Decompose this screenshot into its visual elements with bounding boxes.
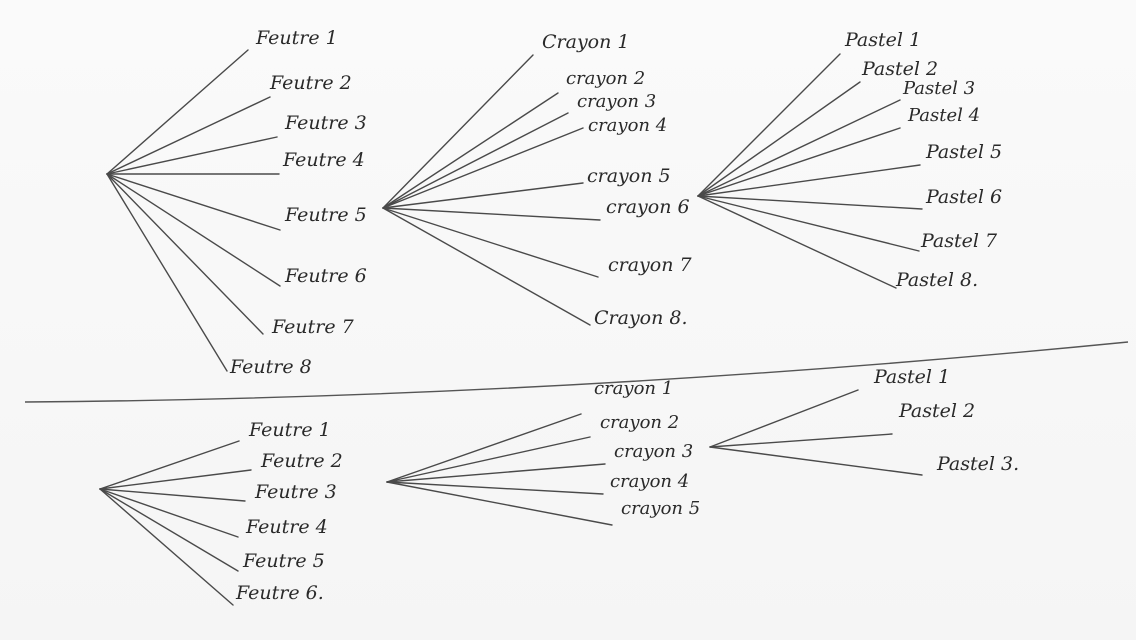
top-pastel-edge-6 xyxy=(697,195,923,210)
bottom-feutre-edge-3 xyxy=(99,488,246,502)
bottom-feutre-edge-4 xyxy=(99,488,239,538)
top-pastel-label-3: Pastel 3 xyxy=(903,78,976,99)
top-crayon-edge-5 xyxy=(382,182,584,209)
bottom-crayon-label-4: crayon 4 xyxy=(610,471,690,492)
top-pastel-label-2: Pastel 2 xyxy=(862,58,939,80)
top-crayon-edge-2 xyxy=(382,92,559,209)
bottom-feutre-label-4: Feutre 4 xyxy=(246,516,328,538)
bottom-feutre-edge-5 xyxy=(99,488,239,572)
top-feutre-edge-5 xyxy=(106,173,281,231)
top-feutre-label-5: Feutre 5 xyxy=(285,204,367,226)
top-pastel-label-5: Pastel 5 xyxy=(926,141,1003,163)
top-pastel-label-4: Pastel 4 xyxy=(908,105,981,126)
top-feutre-label-4: Feutre 4 xyxy=(283,149,365,171)
top-crayon-label-4: crayon 4 xyxy=(588,115,668,136)
bottom-feutre-label-5: Feutre 5 xyxy=(243,550,325,572)
top-pastel-edge-3 xyxy=(697,99,901,197)
top-crayon-label-2: crayon 2 xyxy=(566,68,646,89)
top-pastel-edge-5 xyxy=(697,164,921,197)
bottom-pastel-edge-1 xyxy=(709,389,859,448)
top-crayon-edge-3 xyxy=(382,112,569,209)
bottom-crayon-edge-5 xyxy=(386,481,613,526)
top-pastel-edge-8 xyxy=(697,195,897,289)
bottom-crayon-edge-3 xyxy=(386,463,606,483)
top-feutre-edge-1 xyxy=(106,49,249,175)
bottom-crayon-label-3: crayon 3 xyxy=(614,441,694,462)
bottom-feutre-label-2: Feutre 2 xyxy=(261,450,343,472)
top-pastel-edge-2 xyxy=(697,81,861,197)
bottom-crayon-label-5: crayon 5 xyxy=(621,498,701,519)
top-crayon-edge-4 xyxy=(382,127,584,209)
bottom-pastel-label-2: Pastel 2 xyxy=(899,400,976,422)
top-crayon-label-3: crayon 3 xyxy=(577,91,657,112)
top-crayon-label-1: Crayon 1 xyxy=(542,31,630,53)
bottom-pastel-label-1: Pastel 1 xyxy=(874,366,951,388)
top-feutre-edge-3 xyxy=(106,136,278,175)
top-pastel-label-7: Pastel 7 xyxy=(921,230,998,252)
top-feutre-edge-2 xyxy=(106,96,271,175)
bottom-feutre-label-1: Feutre 1 xyxy=(249,419,331,441)
bottom-feutre-label-6: Feutre 6. xyxy=(236,582,324,604)
top-feutre-label-6: Feutre 6 xyxy=(285,265,367,287)
top-pastel-label-6: Pastel 6 xyxy=(926,186,1003,208)
bottom-pastel-edge-3 xyxy=(709,446,923,476)
top-feutre-edge-7 xyxy=(106,173,264,335)
top-pastel-label-1: Pastel 1 xyxy=(845,29,922,51)
bottom-feutre-edge-6 xyxy=(99,488,234,606)
top-feutre-label-1: Feutre 1 xyxy=(256,27,338,49)
top-crayon-label-8: Crayon 8. xyxy=(594,307,688,329)
section-separator-line xyxy=(24,341,1129,403)
top-crayon-edge-7 xyxy=(382,207,599,278)
bottom-crayon-label-2: crayon 2 xyxy=(600,412,680,433)
top-pastel-edge-1 xyxy=(697,53,841,197)
top-feutre-label-2: Feutre 2 xyxy=(270,72,352,94)
top-feutre-label-3: Feutre 3 xyxy=(285,112,367,134)
tree-edges xyxy=(99,49,923,606)
top-feutre-label-8: Feutre 8 xyxy=(230,356,312,378)
bottom-feutre-edge-1 xyxy=(99,440,240,490)
bottom-crayon-label-1: crayon 1 xyxy=(594,378,674,399)
top-feutre-edge-8 xyxy=(106,173,228,372)
top-pastel-edge-7 xyxy=(697,195,920,252)
top-crayon-label-7: crayon 7 xyxy=(608,254,692,276)
top-feutre-label-7: Feutre 7 xyxy=(272,316,354,338)
top-crayon-edge-8 xyxy=(382,207,591,326)
bottom-crayon-edge-2 xyxy=(386,436,591,483)
bottom-feutre-edge-2 xyxy=(99,469,252,490)
bottom-crayon-edge-1 xyxy=(386,413,582,483)
bottom-feutre-label-3: Feutre 3 xyxy=(255,481,337,503)
bottom-crayon-edge-4 xyxy=(386,481,604,495)
top-crayon-label-5: crayon 5 xyxy=(587,165,671,187)
top-pastel-edge-4 xyxy=(697,127,901,197)
bottom-pastel-edge-2 xyxy=(709,433,893,448)
top-feutre-edge-6 xyxy=(106,173,281,287)
bottom-pastel-label-3: Pastel 3. xyxy=(937,453,1020,475)
top-crayon-label-6: crayon 6 xyxy=(606,196,690,218)
top-crayon-edge-1 xyxy=(382,54,534,209)
top-crayon-edge-6 xyxy=(382,207,601,221)
top-pastel-label-8: Pastel 8. xyxy=(896,269,979,291)
